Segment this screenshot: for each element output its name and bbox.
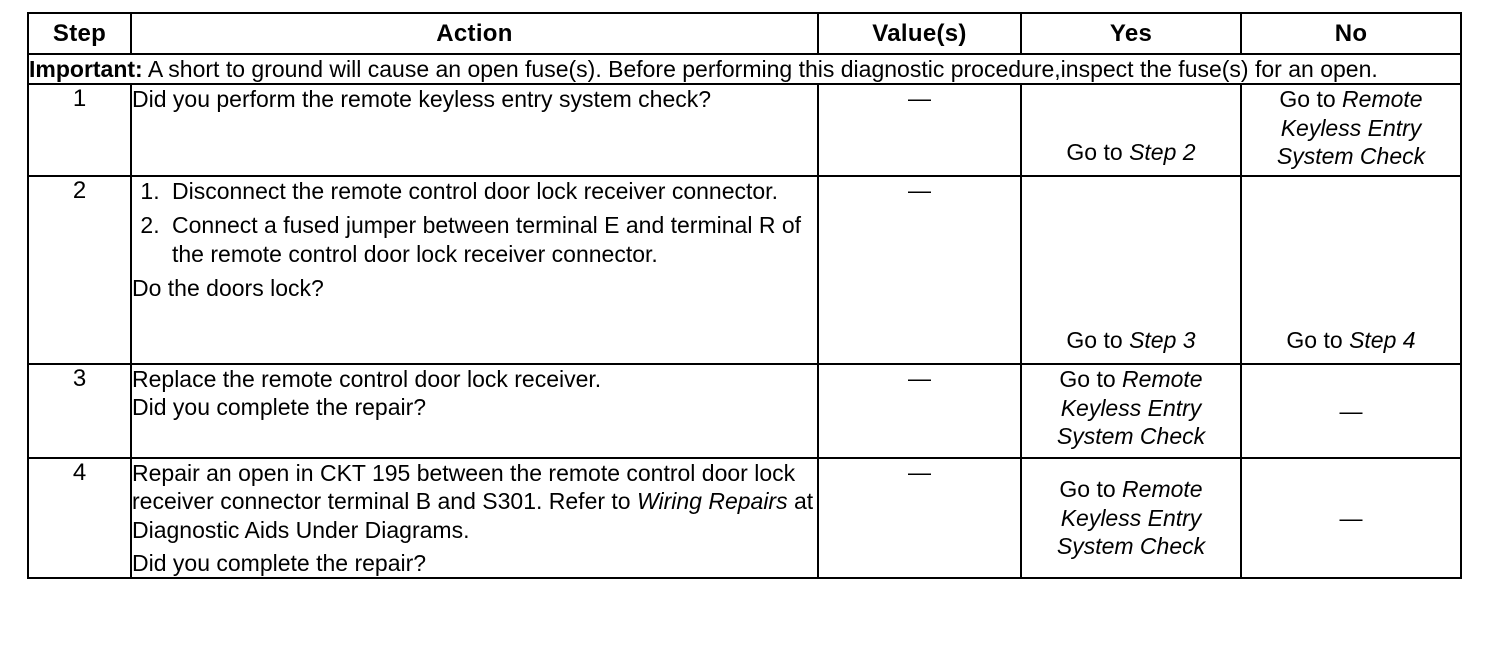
action-text: Did you perform the remote keyless entry… xyxy=(132,86,712,113)
action-reference: Wiring Repairs xyxy=(636,488,788,515)
yes-prefix: Go to xyxy=(1059,366,1123,393)
step-number: 1 xyxy=(27,83,132,178)
action-text-post: at Diagnostic Aids Under Diagrams. xyxy=(132,488,814,543)
table-row: 1 Did you perform the remote keyless ent… xyxy=(27,83,1462,178)
action-question: Did you complete the repair? xyxy=(132,394,427,421)
column-header-yes: Yes xyxy=(1020,12,1242,55)
yes-branch-line-1: Go to Remote xyxy=(1022,365,1240,394)
step-value: — xyxy=(817,175,1022,366)
diagnostic-procedure-table: Step Action Value(s) Yes No Important: A… xyxy=(27,12,1462,580)
yes-target-part: Remote xyxy=(1122,366,1203,393)
yes-branch-line: Go to Step 3 xyxy=(1022,326,1240,355)
no-branch-line-1: Go to Remote xyxy=(1242,85,1460,114)
table-row: 2 Disconnect the remote control door loc… xyxy=(27,175,1462,366)
step-yes-branch: Go to Remote Keyless Entry System Check xyxy=(1020,363,1242,460)
table-row: 3 Replace the remote control door lock r… xyxy=(27,363,1462,460)
yes-prefix: Go to xyxy=(1059,476,1123,503)
yes-branch-line-2: Keyless Entry xyxy=(1060,394,1202,421)
column-header-value: Value(s) xyxy=(817,12,1022,55)
step-action: Did you perform the remote keyless entry… xyxy=(130,83,819,178)
step-no-branch: Go to Remote Keyless Entry System Check xyxy=(1240,83,1462,178)
action-substep-list: Disconnect the remote control door lock … xyxy=(132,177,817,268)
table-row: 4 Repair an open in CKT 195 between the … xyxy=(27,457,1462,580)
step-value: — xyxy=(817,83,1022,178)
step-action: Repair an open in CKT 195 between the re… xyxy=(130,457,819,580)
no-branch-line-3: System Check xyxy=(1276,143,1426,170)
step-value: — xyxy=(817,457,1022,580)
column-header-step: Step xyxy=(27,12,132,55)
step-no-branch: Go to Step 4 xyxy=(1240,175,1462,366)
no-branch-line-2: Keyless Entry xyxy=(1280,114,1422,141)
yes-branch-line-2: Keyless Entry xyxy=(1060,504,1202,531)
no-target: Step 4 xyxy=(1349,326,1416,353)
important-note-row: Important: A short to ground will cause … xyxy=(27,52,1462,86)
yes-branch-line: Go to Step 2 xyxy=(1022,138,1240,167)
no-prefix: Go to xyxy=(1286,326,1350,353)
step-action: Replace the remote control door lock rec… xyxy=(130,363,819,460)
table-header-row: Step Action Value(s) Yes No xyxy=(27,12,1462,55)
step-value: — xyxy=(817,363,1022,460)
action-question: Did you complete the repair? xyxy=(132,549,427,576)
yes-target: Step 3 xyxy=(1129,326,1196,353)
step-number: 3 xyxy=(27,363,132,460)
step-no-branch: — xyxy=(1240,457,1462,580)
no-branch-line: Go to Step 4 xyxy=(1242,326,1460,355)
no-prefix: Go to xyxy=(1279,86,1343,113)
yes-prefix: Go to xyxy=(1066,326,1130,353)
important-text: A short to ground will cause an open fus… xyxy=(142,56,1378,82)
yes-target: Step 2 xyxy=(1129,138,1196,165)
yes-prefix: Go to xyxy=(1066,138,1130,165)
action-text-pre: Repair an open in CKT 195 between the re… xyxy=(132,460,796,515)
yes-branch-line-1: Go to Remote xyxy=(1022,475,1240,504)
step-number: 4 xyxy=(27,457,132,580)
yes-branch-line-3: System Check xyxy=(1056,423,1206,450)
action-question: Do the doors lock? xyxy=(132,274,324,301)
step-yes-branch: Go to Step 3 xyxy=(1020,175,1242,366)
step-number: 2 xyxy=(27,175,132,366)
yes-branch-line-3: System Check xyxy=(1056,533,1206,560)
column-header-no: No xyxy=(1240,12,1462,55)
action-substep: Disconnect the remote control door lock … xyxy=(166,177,817,205)
action-text: Repair an open in CKT 195 between the re… xyxy=(132,459,817,544)
action-text: Replace the remote control door lock rec… xyxy=(132,366,602,393)
step-yes-branch: Go to Step 2 xyxy=(1020,83,1242,178)
step-yes-branch: Go to Remote Keyless Entry System Check xyxy=(1020,457,1242,580)
important-label: Important: xyxy=(29,56,143,82)
action-substep: Connect a fused jumper between terminal … xyxy=(166,211,817,268)
important-note: Important: A short to ground will cause … xyxy=(27,52,1462,86)
column-header-action: Action xyxy=(130,12,819,55)
yes-target-part: Remote xyxy=(1122,476,1203,503)
no-target-part: Remote xyxy=(1342,86,1423,113)
step-no-branch: — xyxy=(1240,363,1462,460)
step-action: Disconnect the remote control door lock … xyxy=(130,175,819,366)
